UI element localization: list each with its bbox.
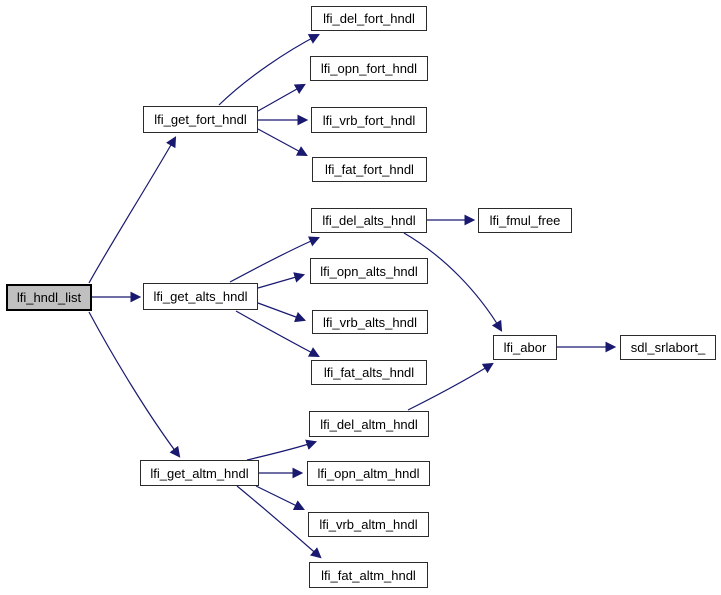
edge-lfi_del_alts_hndl-to-lfi_abor <box>403 232 503 332</box>
graph-node-label: lfi_fmul_free <box>489 213 561 228</box>
graph-node-lfi_del_altm_hndl[interactable]: lfi_del_altm_hndl <box>309 411 429 437</box>
graph-node-lfi_del_alts_hndl[interactable]: lfi_del_alts_hndl <box>311 208 427 233</box>
edge-lfi_get_altm_hndl-to-lfi_del_altm_hndl <box>246 439 318 461</box>
graph-node-lfi_opn_alts_hndl[interactable]: lfi_opn_alts_hndl <box>310 258 428 284</box>
graph-node-label: lfi_vrb_fort_hndl <box>322 112 416 128</box>
edge-lfi_get_alts_hndl-to-lfi_vrb_alts_hndl <box>257 302 307 323</box>
graph-node-label: lfi_get_alts_hndl <box>153 289 248 304</box>
graph-node-label: lfi_hndl_list <box>16 290 82 305</box>
graph-node-lfi_get_fort_hndl[interactable]: lfi_get_fort_hndl <box>143 106 258 133</box>
graph-node-lfi_opn_fort_hndl[interactable]: lfi_opn_fort_hndl <box>310 56 428 81</box>
graph-node-lfi_get_altm_hndl[interactable]: lfi_get_altm_hndl <box>140 460 259 486</box>
graph-node-label: lfi_get_fort_hndl <box>154 112 247 127</box>
graph-node-lfi_vrb_altm_hndl[interactable]: lfi_vrb_altm_hndl <box>308 512 429 537</box>
graph-node-label: lfi_fat_fort_hndl <box>325 162 414 177</box>
edge-lfi_get_altm_hndl-to-lfi_vrb_altm_hndl <box>255 485 305 511</box>
edge-group <box>88 34 617 559</box>
graph-node-label: lfi_vrb_altm_hndl <box>319 517 418 532</box>
graph-node-lfi_fat_altm_hndl[interactable]: lfi_fat_altm_hndl <box>309 562 428 588</box>
graph-node-label: lfi_vrb_alts_hndl <box>323 314 417 330</box>
graph-node-label: lfi_fat_altm_hndl <box>321 567 416 583</box>
graph-node-lfi_get_alts_hndl[interactable]: lfi_get_alts_hndl <box>143 283 258 310</box>
graph-node-label: lfi_del_alts_hndl <box>322 213 416 228</box>
edge-lfi_get_alts_hndl-to-lfi_opn_alts_hndl <box>257 272 306 289</box>
edge-lfi_get_fort_hndl-to-lfi_del_fort_hndl <box>218 34 320 106</box>
graph-node-label: lfi_get_altm_hndl <box>150 465 249 481</box>
graph-node-lfi_vrb_alts_hndl[interactable]: lfi_vrb_alts_hndl <box>312 310 428 334</box>
graph-node-lfi_del_fort_hndl[interactable]: lfi_del_fort_hndl <box>311 6 427 31</box>
edge-lfi_del_altm_hndl-to-lfi_abor <box>407 362 494 411</box>
edge-lfi_get_alts_hndl-to-lfi_fat_alts_hndl <box>235 310 320 358</box>
graph-node-label: lfi_del_fort_hndl <box>323 11 415 26</box>
graph-node-lfi_fat_alts_hndl[interactable]: lfi_fat_alts_hndl <box>311 360 427 385</box>
graph-node-lfi_opn_altm_hndl[interactable]: lfi_opn_altm_hndl <box>307 461 430 486</box>
graph-node-label: lfi_opn_fort_hndl <box>320 61 418 76</box>
edge-lfi_get_alts_hndl-to-lfi_del_alts_hndl <box>229 236 320 283</box>
graph-node-label: sdl_srlabort_ <box>630 340 706 355</box>
edge-lfi_get_altm_hndl-to-lfi_fat_altm_hndl <box>236 485 322 559</box>
graph-node-lfi_fmul_free[interactable]: lfi_fmul_free <box>478 208 572 233</box>
edge-lfi_hndl_list-to-lfi_get_altm_hndl <box>88 311 181 458</box>
graph-node-lfi_fat_fort_hndl[interactable]: lfi_fat_fort_hndl <box>312 157 427 182</box>
graph-node-lfi_hndl_list[interactable]: lfi_hndl_list <box>6 284 92 311</box>
edge-lfi_hndl_list-to-lfi_get_fort_hndl <box>88 136 177 284</box>
graph-node-label: lfi_del_altm_hndl <box>320 416 418 432</box>
graph-node-lfi_vrb_fort_hndl[interactable]: lfi_vrb_fort_hndl <box>311 107 427 133</box>
graph-node-label: lfi_fat_alts_hndl <box>323 365 415 380</box>
graph-node-label: lfi_abor <box>503 340 547 355</box>
graph-node-lfi_abor[interactable]: lfi_abor <box>493 335 557 360</box>
edge-lfi_get_fort_hndl-to-lfi_opn_fort_hndl <box>257 83 306 112</box>
graph-node-sdl_srlabort_[interactable]: sdl_srlabort_ <box>620 335 716 360</box>
graph-node-label: lfi_opn_alts_hndl <box>320 263 418 279</box>
edge-lfi_get_fort_hndl-to-lfi_fat_fort_hndl <box>257 128 308 157</box>
graph-node-label: lfi_opn_altm_hndl <box>317 466 420 481</box>
